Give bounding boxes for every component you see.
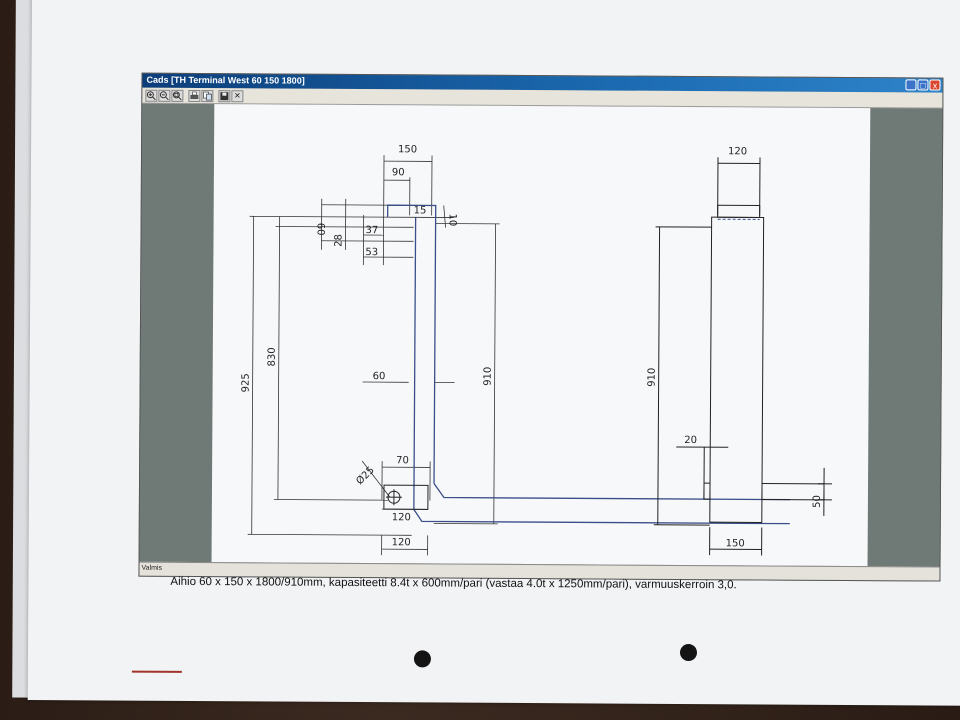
punch-hole-left <box>413 650 431 668</box>
dim-60-middle: 60 <box>373 371 386 382</box>
technical-drawing: 150 90 60 15 10 37 28 53 925 830 910 60 … <box>241 144 833 556</box>
drawing-caption: Aihio 60 x 150 x 1800/910mm, kapasiteett… <box>170 575 737 592</box>
zoom-fit-icon[interactable] <box>171 89 184 102</box>
cad-window: Cads [TH Terminal West 60 150 1800] _ □ … <box>138 72 944 582</box>
red-pen-mark <box>131 670 182 673</box>
window-controls: _ □ x <box>905 79 941 91</box>
punch-hole-right <box>679 643 698 662</box>
zoom-in-icon[interactable] <box>145 89 158 102</box>
window-title: Cads [TH Terminal West 60 150 1800] <box>146 74 305 86</box>
paper-sheet: Cads [TH Terminal West 60 150 1800] _ □ … <box>27 0 960 706</box>
dim-37: 37 <box>366 225 379 236</box>
dim-60-top: 60 <box>315 223 326 236</box>
dim-28: 28 <box>333 234 344 247</box>
dim-90: 90 <box>392 167 405 178</box>
dim-120-front: 120 <box>728 146 747 157</box>
minimize-button[interactable]: _ <box>905 79 917 91</box>
right-gray-panel <box>867 108 943 567</box>
dim-830: 830 <box>267 347 278 366</box>
dim-910-front: 910 <box>647 368 658 387</box>
zoom-out-icon[interactable] <box>158 89 171 102</box>
left-gray-panel <box>139 103 215 563</box>
dim-150: 150 <box>398 144 417 155</box>
print-icon[interactable] <box>188 89 201 102</box>
dim-120-inner: 120 <box>392 512 411 523</box>
close-drawing-button[interactable]: ✕ <box>231 89 244 102</box>
dim-53: 53 <box>365 247 378 258</box>
copy-icon[interactable] <box>201 89 214 102</box>
toolbar: ✕ <box>142 87 943 109</box>
dim-910-side: 910 <box>483 367 494 386</box>
dim-15: 15 <box>414 205 427 216</box>
dim-10: 10 <box>447 214 458 227</box>
dim-20: 20 <box>684 435 697 446</box>
dim-70: 70 <box>396 455 409 466</box>
save-icon[interactable] <box>218 89 231 102</box>
maximize-button[interactable]: □ <box>917 79 929 91</box>
status-text: Valmis <box>141 564 162 572</box>
dim-diameter-25: Ø25 <box>354 464 377 487</box>
drawing-canvas: 150 90 60 15 10 37 28 53 925 830 910 60 … <box>211 104 871 567</box>
dim-925: 925 <box>241 373 252 392</box>
dim-150-front: 150 <box>726 538 745 549</box>
dim-120-bottom: 120 <box>392 537 411 548</box>
dim-50: 50 <box>812 495 823 508</box>
close-window-button[interactable]: x <box>929 79 941 91</box>
